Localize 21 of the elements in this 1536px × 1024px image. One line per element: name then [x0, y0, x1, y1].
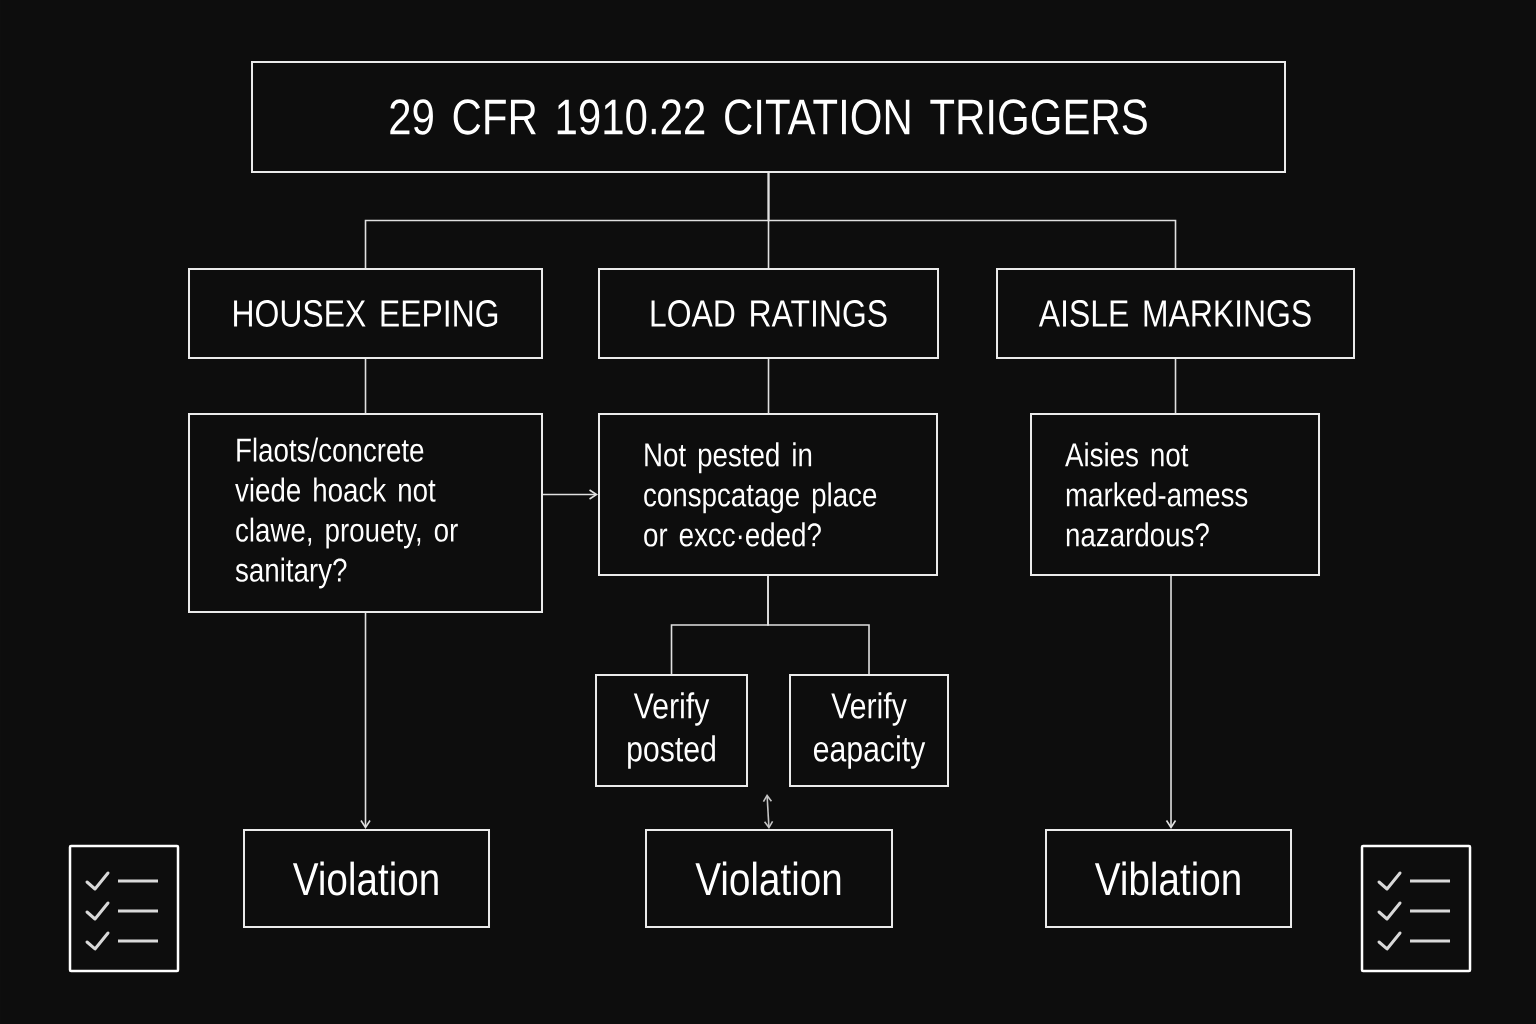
connector	[762, 794, 774, 829]
title-box: 29 CFR 1910.22 CITATION TRIGGERS	[251, 61, 1286, 173]
connector	[767, 358, 770, 414]
connector	[360, 612, 371, 829]
connector	[767, 575, 870, 675]
question-box: Aisies not marked-amess nazardous?	[1030, 413, 1320, 576]
result-box: Viblation	[1045, 829, 1292, 928]
result-box: Violation	[645, 829, 893, 928]
process-box: LOAD RATINGS	[598, 268, 939, 359]
connector	[542, 489, 598, 500]
process-box: Verify posted	[595, 674, 748, 787]
connector	[767, 172, 1177, 269]
result-box: Violation	[243, 829, 490, 928]
connector	[1165, 575, 1177, 829]
process-box: HOUSEX EEPING	[188, 268, 543, 359]
connector	[1174, 358, 1177, 414]
question-box: Flaots/concrete viede hoack not clawe, prouety, or sanitary?	[188, 413, 543, 613]
connector	[364, 358, 367, 414]
process-box: Verify eapacity	[789, 674, 949, 787]
question-box: Not pested in conspcatage place or excc·eded?	[598, 413, 938, 576]
process-box: AISLE MARKINGS	[996, 268, 1355, 359]
